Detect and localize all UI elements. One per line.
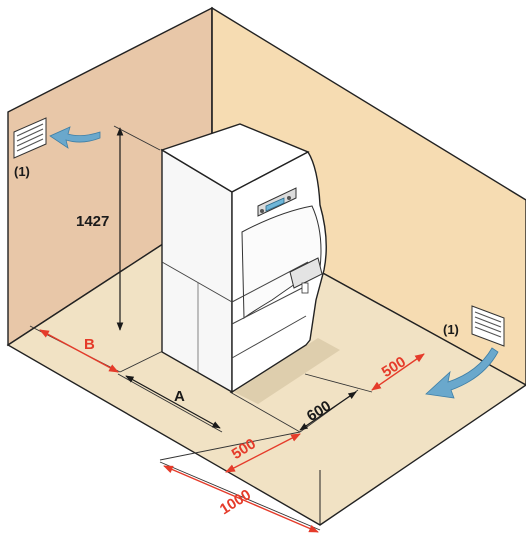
- dimension-a-label: A: [174, 388, 185, 405]
- right-vent-note: (1): [443, 322, 459, 337]
- dimension-lines: [39, 125, 425, 533]
- left-airflow-arrow: [49, 126, 101, 149]
- display-screen: [265, 197, 285, 212]
- right-airflow-arrow: [425, 347, 499, 399]
- boiler: [160, 123, 340, 404]
- service-hatch: [289, 257, 323, 289]
- boiler-shadow: [234, 338, 340, 404]
- height-label: 1427: [76, 213, 109, 230]
- left-vent-note: (1): [14, 164, 30, 179]
- left-vent-grille: [13, 117, 47, 159]
- dimension-b-label: B: [84, 336, 95, 353]
- right-vent-grille: [471, 305, 505, 347]
- control-knob: [260, 209, 264, 213]
